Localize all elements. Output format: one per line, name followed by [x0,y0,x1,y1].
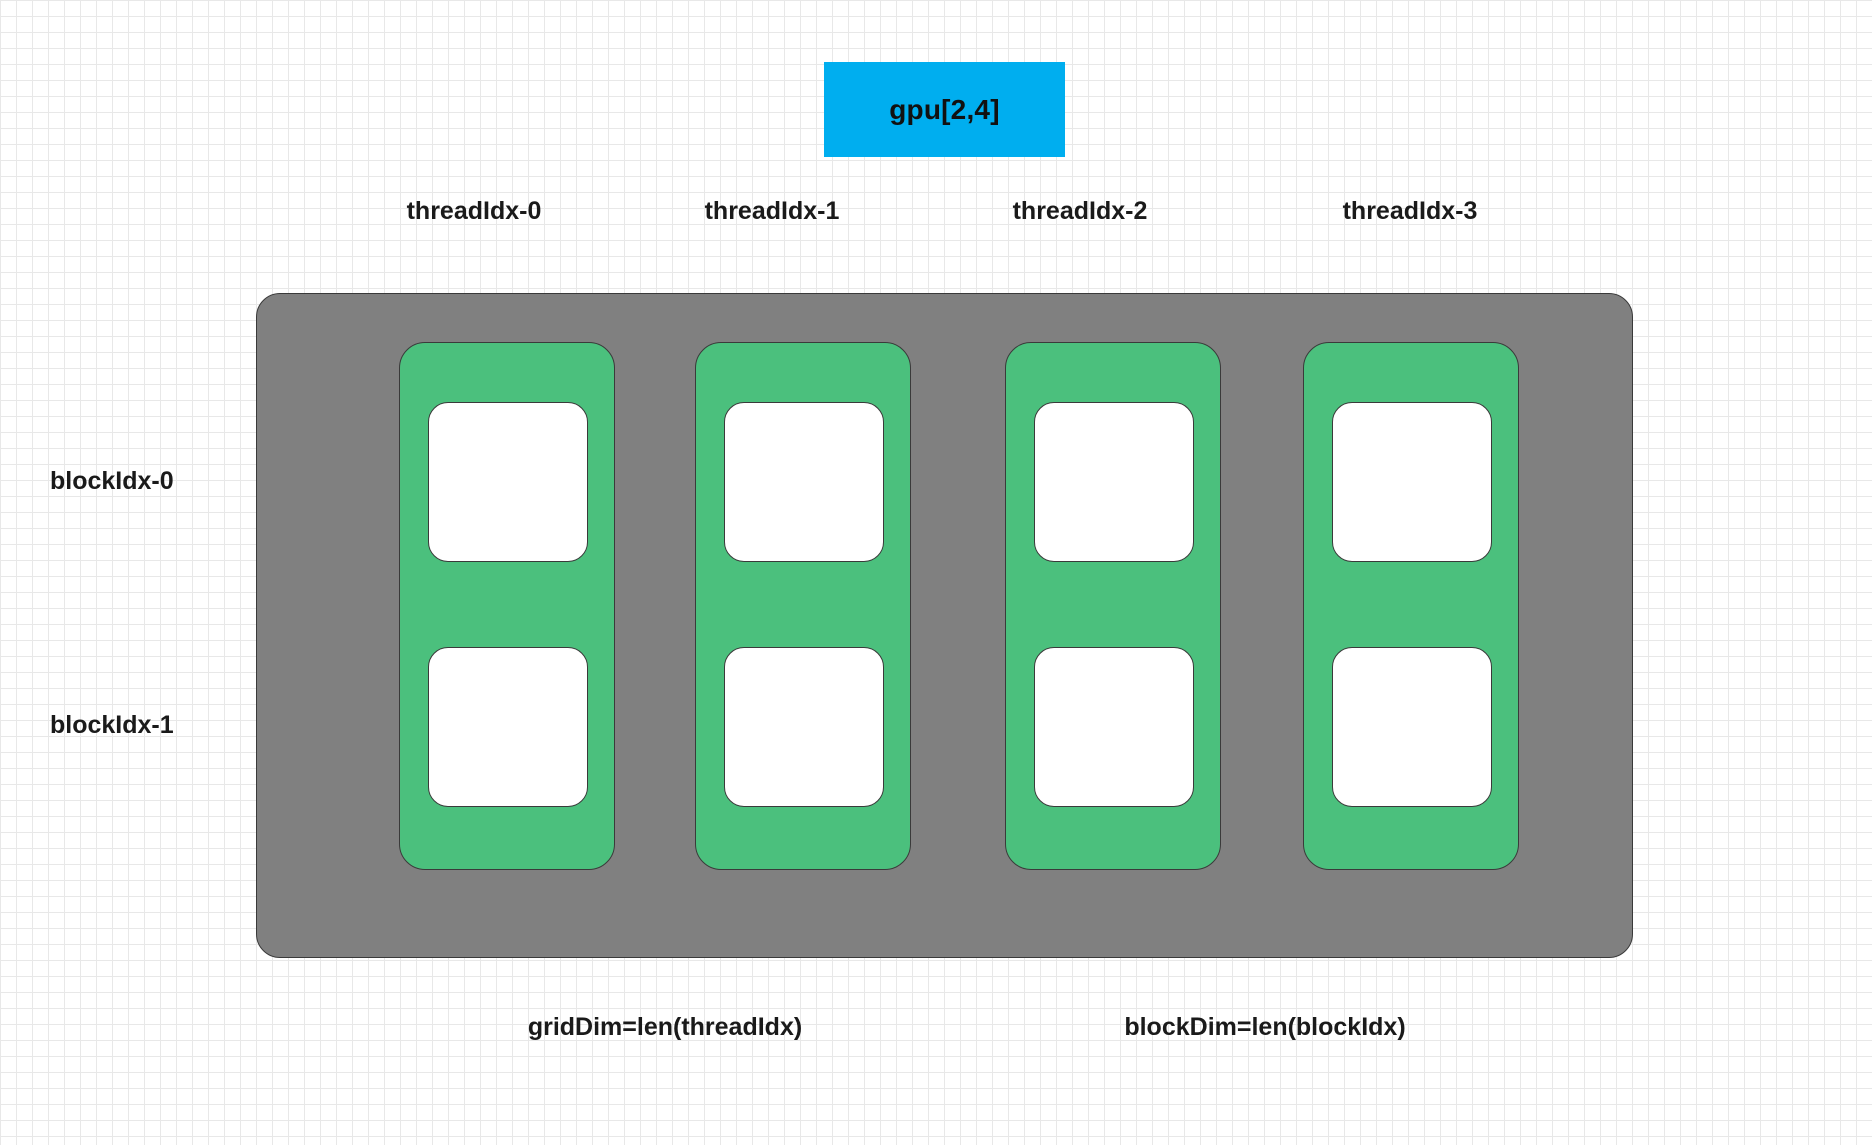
block-cell-b0-t0 [428,402,588,562]
row-header-label: blockIdx-1 [50,711,174,739]
gpu-title-chip: gpu[2,4] [824,62,1065,157]
footer-caption-griddim: gridDim=len(threadIdx) [455,1013,875,1042]
thread-column-3 [1303,342,1519,870]
column-header-label: threadIdx-2 [1012,197,1148,225]
row-header-blockidx-0: blockIdx-0 [50,467,290,496]
block-cell-b0-t3 [1332,402,1492,562]
footer-caption-label: blockDim=len(blockIdx) [1124,1013,1406,1041]
gpu-title-label: gpu[2,4] [889,93,1000,125]
block-cell-b0-t1 [724,402,884,562]
row-header-label: blockIdx-0 [50,467,174,495]
gpu-grid-container [256,293,1633,958]
column-header-threadidx-1: threadIdx-1 [622,197,922,226]
thread-column-0 [399,342,615,870]
column-header-label: threadIdx-1 [704,197,840,225]
column-header-threadidx-2: threadIdx-2 [930,197,1230,226]
block-cell-b1-t3 [1332,647,1492,807]
column-header-threadidx-3: threadIdx-3 [1260,197,1560,226]
thread-column-1 [695,342,911,870]
row-header-blockidx-1: blockIdx-1 [50,711,290,740]
block-cell-b1-t0 [428,647,588,807]
block-cell-b0-t2 [1034,402,1194,562]
footer-caption-blockdim: blockDim=len(blockIdx) [1055,1013,1475,1042]
block-cell-b1-t2 [1034,647,1194,807]
column-header-label: threadIdx-3 [1342,197,1478,225]
block-cell-b1-t1 [724,647,884,807]
thread-column-2 [1005,342,1221,870]
footer-caption-label: gridDim=len(threadIdx) [527,1013,803,1041]
column-header-label: threadIdx-0 [406,197,542,225]
column-header-threadidx-0: threadIdx-0 [324,197,624,226]
